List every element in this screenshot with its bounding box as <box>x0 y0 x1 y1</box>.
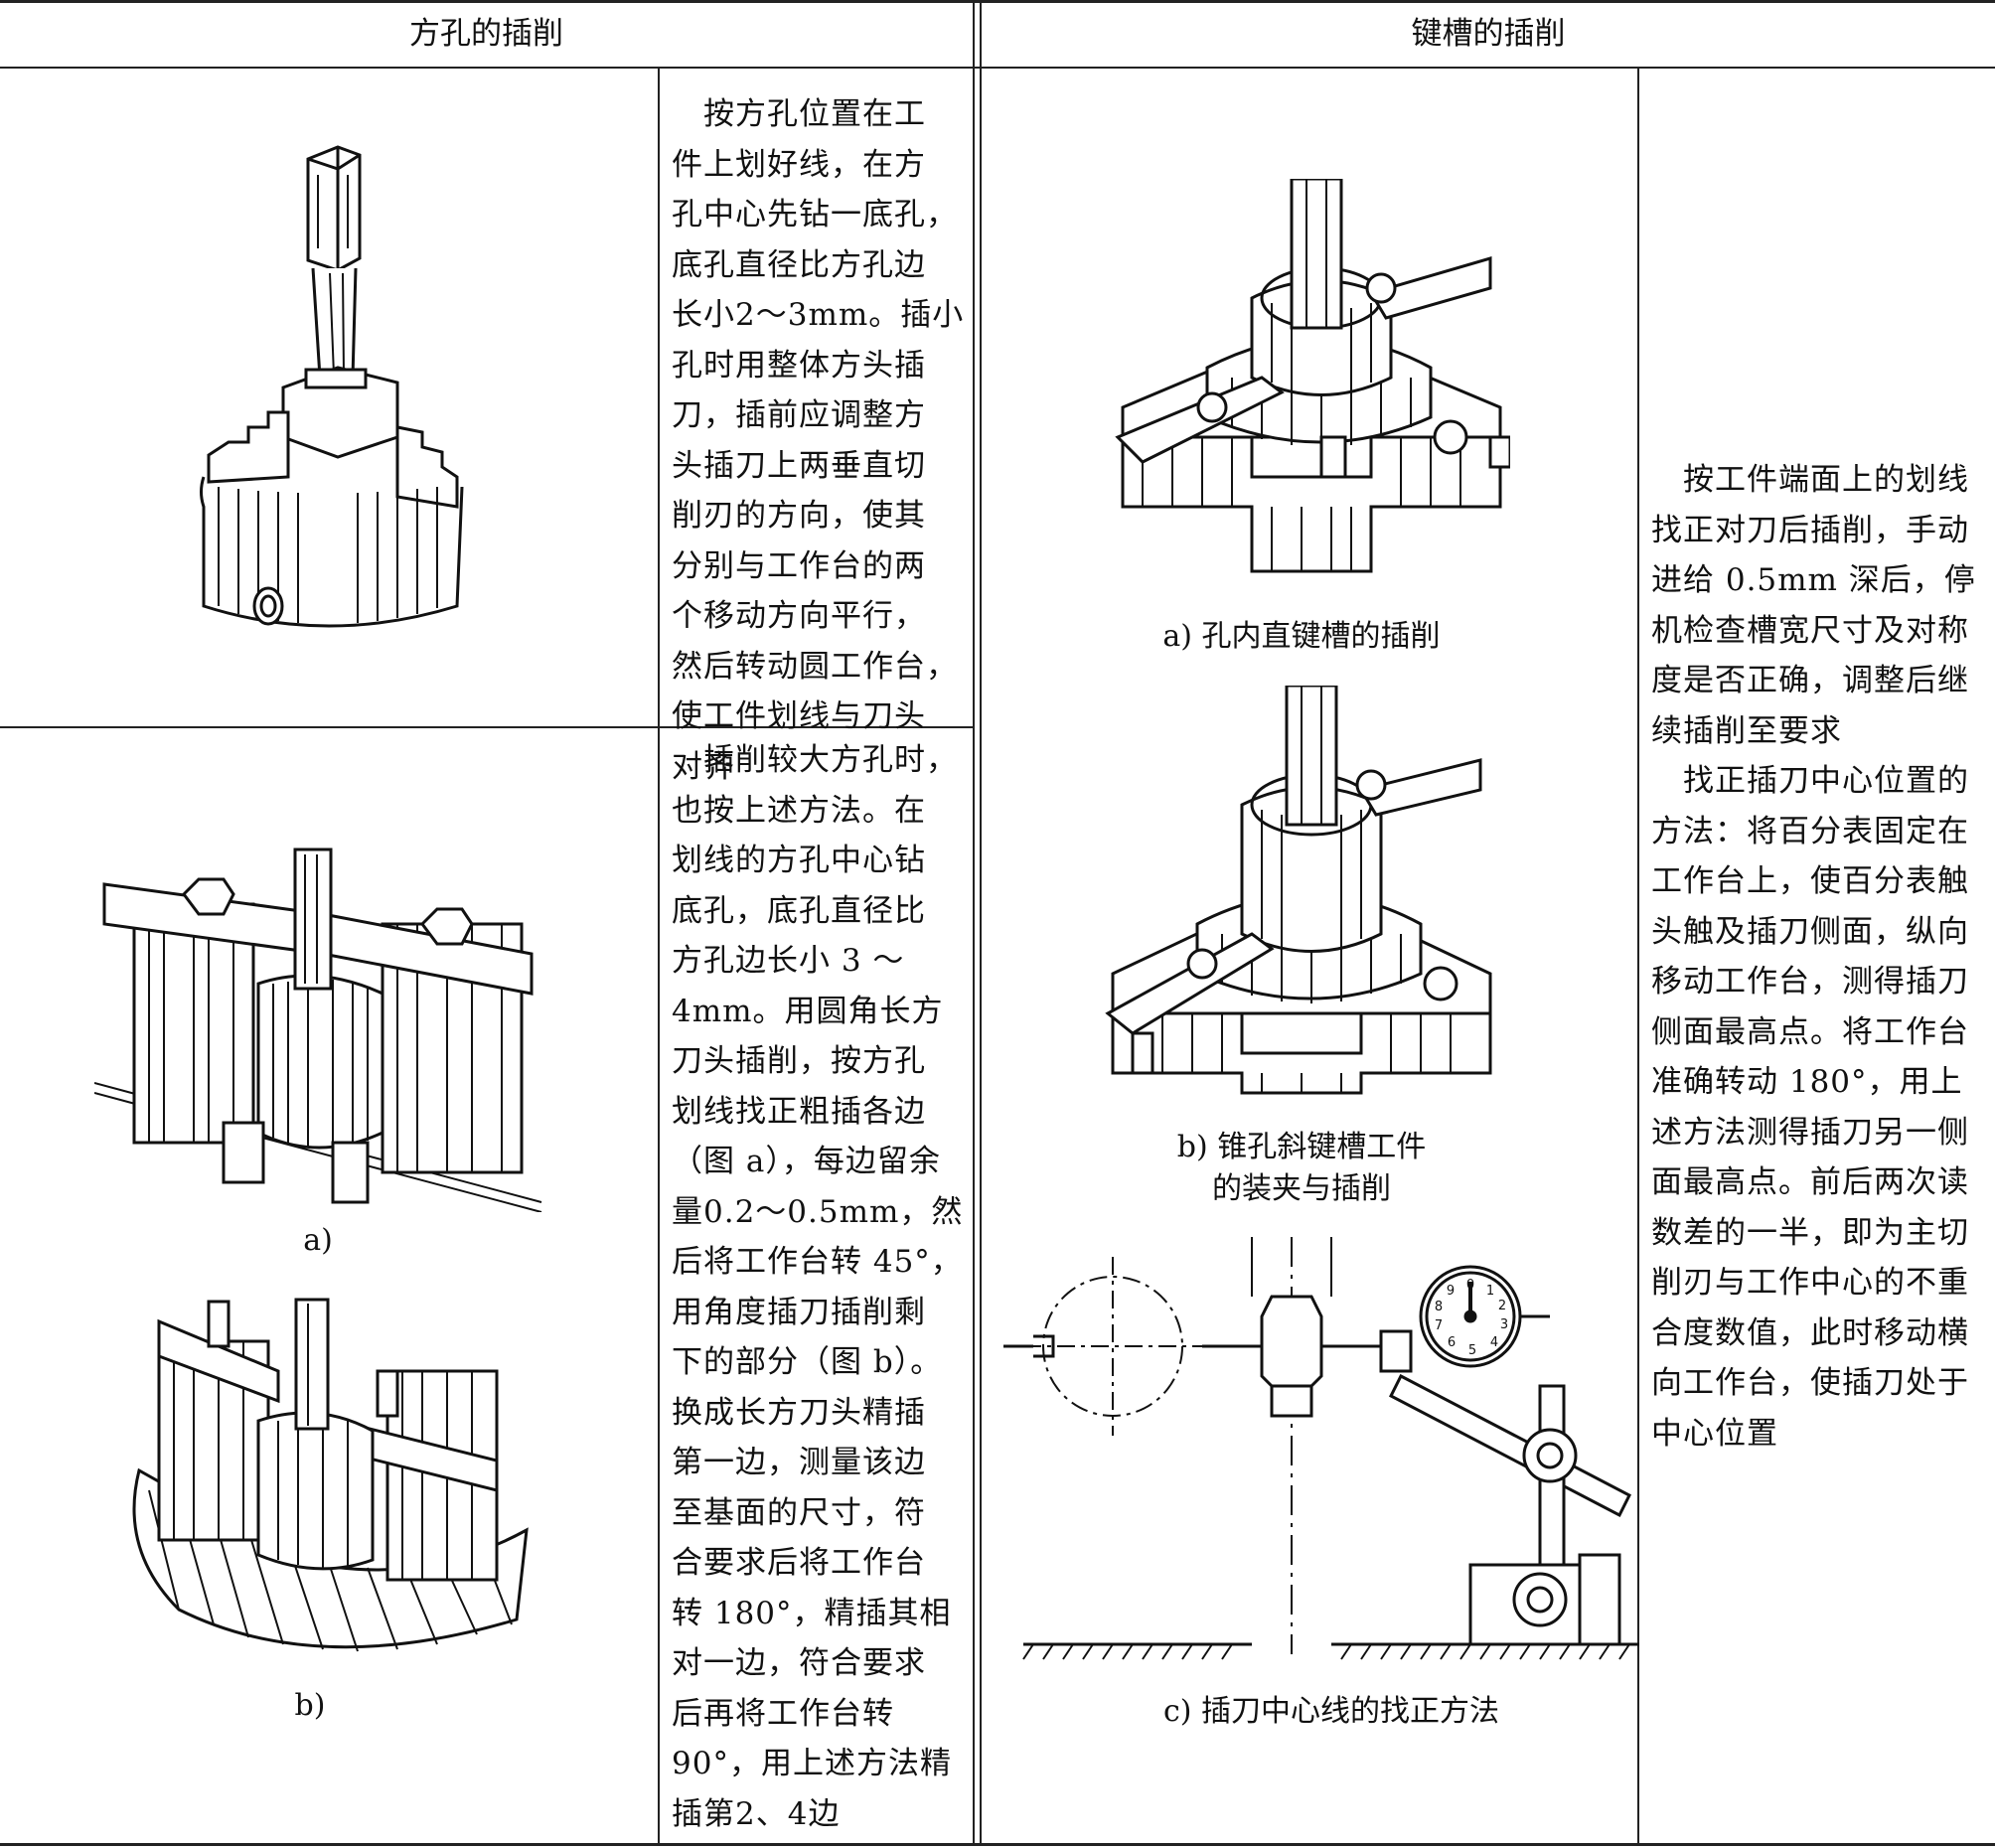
text-line: 划线的方孔中心钻 <box>672 843 926 878</box>
text-line: 工作台上，使百分表触 <box>1651 863 1969 899</box>
caption-keyway-c: c) 插刀中心线的找正方法 <box>1162 1694 1500 1729</box>
left-row-divider <box>0 726 974 728</box>
text-line: 削刃的方向，使其 <box>672 498 926 534</box>
square-large-description: 插削较大方孔时， 也按上述方法。在划线的方孔中心钻底孔，底孔直径比方孔边长小 3 … <box>672 735 970 1839</box>
text-line: 个移动方向平行， <box>672 598 926 634</box>
square-hole-large-fig-b <box>119 1292 537 1669</box>
text-line: 也按上述方法。在 <box>672 792 926 829</box>
square-small-description: 按方孔位置在工件上划好线，在方孔中心先钻一底孔， 底孔直径比方孔边长小2～3mm。… <box>672 89 970 792</box>
text-line: 合度数值，此时移动横 <box>1651 1314 1969 1351</box>
text-line: 后再将工作台转 <box>672 1695 894 1732</box>
dial-number-0: 0 <box>1466 1278 1474 1293</box>
text-line: 刀，插前应调整方 <box>672 397 926 433</box>
caption-keyway-b: b) 锥孔斜键槽工件 的装夹与插削 <box>1176 1130 1427 1206</box>
caption-fig-b-small: b) <box>294 1688 326 1723</box>
text-line: 方法：将百分表固定在 <box>1651 813 1969 849</box>
keyway-fig-a <box>1113 179 1510 596</box>
text-line: （图 a），每边留余 <box>672 1144 941 1179</box>
text-line: 至基面的尺寸，符 <box>672 1494 926 1531</box>
text-line: 对一边，符合要求 <box>672 1645 926 1681</box>
text-line: 转 180°，精插其相 <box>672 1595 952 1631</box>
text-line: 找正插刀中心位置的 <box>1651 763 1969 799</box>
text-line: 90°，用上述方法精 <box>672 1746 952 1781</box>
text-line: 孔中心先钻一底孔， <box>672 197 958 232</box>
text-line: 用角度插刀插削剩 <box>672 1294 926 1330</box>
text-line: 下的部分（图 b）。 <box>672 1344 943 1380</box>
text-line: 刀头插削，按方孔 <box>672 1043 926 1079</box>
text-line: 插削较大方孔时， <box>672 742 958 778</box>
dial-number-7: 7 <box>1435 1318 1443 1333</box>
text-line: 4mm。用圆角长方 <box>672 993 944 1029</box>
header-square-hole: 方孔的插削 <box>409 16 563 52</box>
text-line: 孔时用整体方头插 <box>672 347 926 384</box>
text-line: 按方孔位置在工 <box>672 96 926 132</box>
column-divider-a <box>973 0 975 1846</box>
square-hole-large-fig-a <box>94 845 551 1212</box>
text-line: 削刃与工作中心的不重 <box>1651 1265 1969 1301</box>
text-line: 侧面最高点。将工作台 <box>1651 1013 1969 1050</box>
left-text-divider <box>658 67 660 1845</box>
dial-number-9: 9 <box>1447 1284 1455 1299</box>
text-line: 进给 0.5mm 深后，停 <box>1651 562 1976 598</box>
dial-number-2: 2 <box>1498 1299 1506 1313</box>
text-line: 头插刀上两垂直切 <box>672 447 926 484</box>
text-line: 划线找正粗插各边 <box>672 1093 926 1130</box>
text-line: 换成长方刀头精插 <box>672 1394 926 1431</box>
header-keyway: 键槽的插削 <box>1411 16 1566 52</box>
text-line: 使工件划线与刀头 <box>672 698 926 734</box>
caption-fig-a-small: a) <box>303 1223 333 1258</box>
keyway-fig-c: 0 1 2 3 4 5 6 7 8 9 <box>984 1237 1639 1674</box>
text-line: 按工件端面上的划线 <box>1651 462 1969 498</box>
text-line: 长小2～3mm。插小 <box>672 297 965 333</box>
dial-number-8: 8 <box>1435 1300 1443 1314</box>
text-line: 找正对刀后插削，手动 <box>1651 512 1969 548</box>
text-line: 合要求后将工作台 <box>672 1545 926 1581</box>
text-line: 机检查槽宽尺寸及对称 <box>1651 612 1969 649</box>
dial-number-5: 5 <box>1468 1343 1476 1358</box>
table-bottom-border <box>0 1843 1995 1846</box>
keyway-fig-b <box>1103 686 1500 1103</box>
text-line: 对齐 <box>672 748 735 785</box>
text-line: 移动工作台，测得插刀 <box>1651 964 1969 1000</box>
text-line: 续插削至要求 <box>1651 712 1842 749</box>
table-header-divider <box>0 67 1995 69</box>
text-line: 头触及插刀侧面，纵向 <box>1651 913 1969 950</box>
table-top-border <box>0 0 1995 3</box>
dial-number-3: 3 <box>1500 1317 1508 1332</box>
text-line: 插第2、4边 <box>672 1795 841 1832</box>
right-text-divider <box>1637 67 1639 1845</box>
text-line: 然后转动圆工作台， <box>672 648 958 685</box>
text-line: 向工作台，使插刀处于 <box>1651 1365 1969 1401</box>
dial-number-1: 1 <box>1486 1284 1494 1299</box>
keyway-description: 按工件端面上的划线找正对刀后插削，手动进给 0.5mm 深后，停机检查槽宽尺寸及… <box>1651 455 1989 1459</box>
text-line: 中心位置 <box>1651 1415 1778 1452</box>
text-line: 方孔边长小 3 ～ <box>672 943 905 979</box>
text-line: 底孔直径比方孔边 <box>672 246 926 283</box>
text-line: 后将工作台转 45°， <box>672 1244 963 1280</box>
text-line: 件上划好线，在方 <box>672 146 926 183</box>
text-line: 第一边，测量该边 <box>672 1445 926 1480</box>
dial-number-6: 6 <box>1448 1335 1456 1350</box>
text-line: 度是否正确，调整后继 <box>1651 663 1969 698</box>
text-line: 底孔，底孔直径比 <box>672 892 926 929</box>
text-line: 面最高点。前后两次读 <box>1651 1164 1969 1200</box>
text-line: 分别与工作台的两 <box>672 547 926 584</box>
dial-number-4: 4 <box>1490 1335 1498 1350</box>
text-line: 量0.2～0.5mm，然 <box>672 1193 964 1230</box>
text-line: 准确转动 180°，用上 <box>1651 1064 1963 1100</box>
text-line: 述方法测得插刀另一侧 <box>1651 1114 1969 1151</box>
column-divider-b <box>980 0 982 1846</box>
square-hole-small-illustration <box>189 139 477 636</box>
text-line: 数差的一半，即为主切 <box>1651 1214 1969 1251</box>
caption-keyway-a: a) 孔内直键槽的插削 <box>1162 619 1441 654</box>
